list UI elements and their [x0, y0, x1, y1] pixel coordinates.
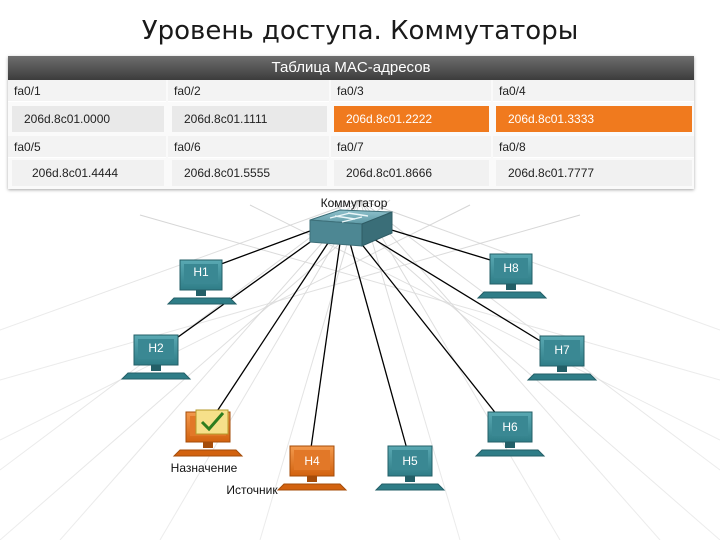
mac-cell: 206d.8c01.8666	[334, 160, 489, 186]
host-h6: H6	[474, 411, 546, 457]
host-h4: H4 Источник	[226, 445, 348, 497]
port-cell: fa0/2	[168, 80, 329, 102]
host-h1: H1	[166, 259, 238, 305]
source-label: Источник	[226, 483, 278, 497]
port-cell: fa0/3	[331, 80, 491, 102]
host-h2-label: H2	[148, 341, 164, 355]
port-cell: fa0/1	[8, 80, 166, 102]
port-cell: fa0/4	[493, 80, 694, 102]
mac-cell: 206d.8c01.7777	[496, 160, 692, 186]
switch-label: Коммутатор	[321, 196, 388, 210]
mac-table-header: Таблица MAC-адресов	[8, 56, 694, 80]
port-cell: fa0/6	[168, 136, 329, 158]
mac-cell: 206d.8c01.5555	[172, 160, 327, 186]
host-h4-label: H4	[304, 454, 320, 468]
switch-arrows-icon	[329, 212, 369, 223]
network-links	[159, 227, 556, 461]
port-cell: fa0/8	[493, 136, 694, 158]
mac-cell-highlighted: 206d.8c01.2222	[334, 106, 489, 132]
host-h8-label: H8	[503, 261, 519, 275]
host-h8: H8	[476, 253, 548, 299]
perspective-grid	[0, 199, 720, 540]
host-h2: H2	[120, 334, 192, 380]
host-h3: Назначение	[171, 409, 244, 475]
switch: Коммутатор	[309, 196, 393, 247]
host-h6-label: H6	[502, 420, 518, 434]
port-cell: fa0/7	[331, 136, 491, 158]
port-cell: fa0/5	[8, 136, 166, 158]
host-h5-label: H5	[402, 454, 418, 468]
checkmark-icon	[195, 409, 229, 435]
mac-address-table: Таблица MAC-адресов fa0/1 fa0/2 fa0/3 fa…	[8, 56, 694, 189]
mac-cell-highlighted: 206d.8c01.3333	[496, 106, 692, 132]
mac-cell: 206d.8c01.0000	[12, 106, 164, 132]
mac-cell: 206d.8c01.1111	[172, 106, 327, 132]
host-h7: H7	[526, 335, 598, 381]
slide-title: Уровень доступа. Коммутаторы	[141, 16, 579, 46]
host-h1-label: H1	[193, 265, 209, 279]
destination-label: Назначение	[171, 461, 238, 475]
mac-cell: 206d.8c01.4444	[12, 160, 164, 186]
host-h7-label: H7	[554, 343, 570, 357]
host-h5: H5	[374, 445, 446, 491]
mac-table-grid: fa0/1 fa0/2 fa0/3 fa0/4 206d.8c01.0000 2…	[8, 80, 694, 189]
